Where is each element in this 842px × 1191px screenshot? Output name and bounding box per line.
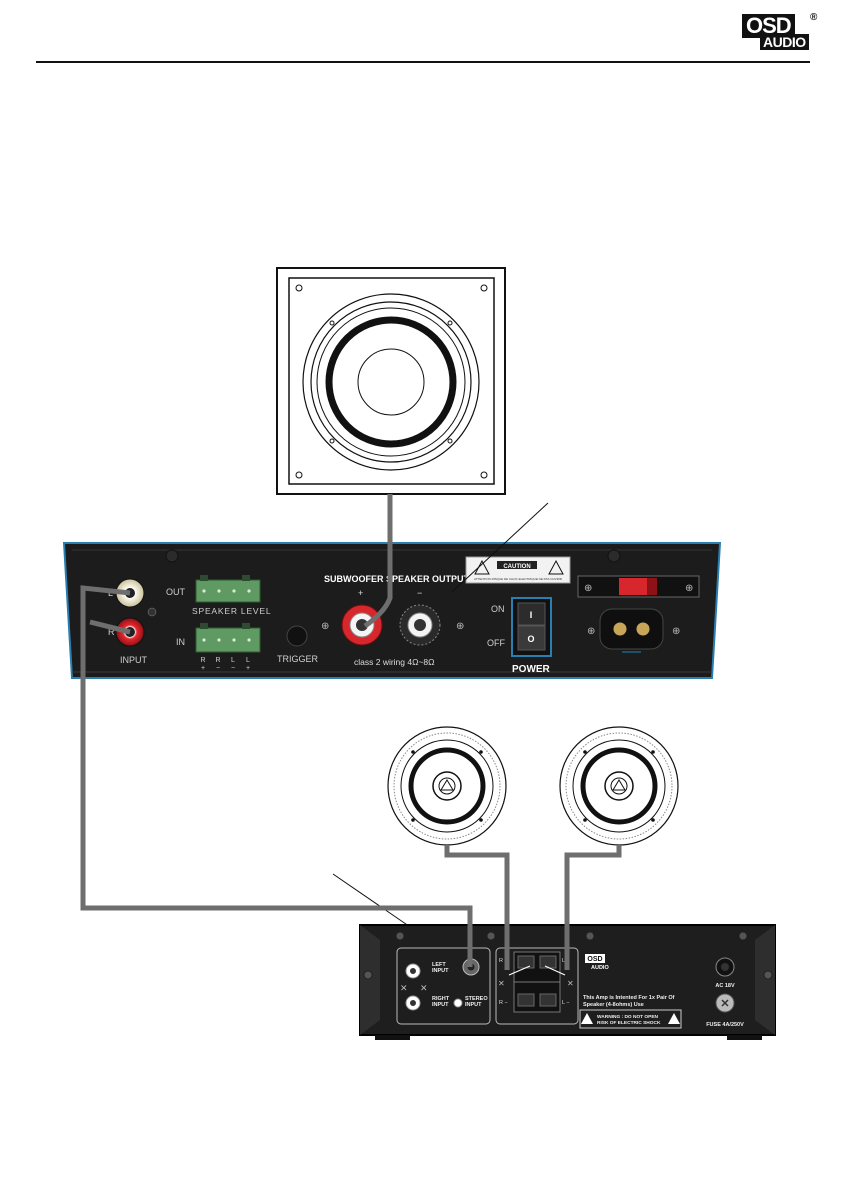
mini-speaker-terminal-panel: [495, 947, 579, 1025]
screw-icon: ⊕: [321, 621, 329, 632]
terminal-label: L: [246, 657, 250, 664]
header-rule: [36, 61, 810, 63]
callout-line: [451, 502, 549, 593]
trigger-jack: [286, 625, 308, 647]
cables: [80, 494, 622, 970]
screw-icon: [295, 471, 303, 479]
terminal-sign: −: [231, 665, 235, 672]
sub-minus-label: −: [417, 588, 422, 598]
screw-icon: [447, 438, 453, 444]
ceiling-speaker-left: [387, 726, 507, 846]
terminal-sign: −: [216, 665, 220, 672]
mini-fuse-label: FUSE 4A/250V: [706, 1022, 744, 1028]
osd-audio-logo: OSD AUDIO ®: [742, 12, 818, 50]
right-input-label-line2: INPUT: [432, 1002, 449, 1008]
terminal-label: L: [231, 657, 235, 664]
power-label: POWER: [512, 664, 551, 675]
woofer-dust-cap: [357, 348, 425, 416]
screw-icon: ✕: [498, 979, 505, 988]
left-input-label-line2: INPUT: [432, 968, 449, 974]
sub-output-label: SUBWOOFER SPEAKER OUTPUT: [324, 574, 470, 584]
screw-icon: [480, 471, 488, 479]
mini-warning-box: [579, 1009, 682, 1029]
ceiling-speaker-right: [559, 726, 679, 846]
terminal-sign: +: [201, 665, 205, 672]
in-label: IN: [176, 637, 185, 647]
screw-icon: ✕: [400, 983, 408, 993]
terminal-label: R: [215, 657, 220, 664]
mini-ac-label: AC 18V: [715, 983, 735, 989]
screw-icon: [165, 549, 179, 563]
mini-notice-line2: Speaker (4-8ohms) Use: [583, 1002, 644, 1008]
caution-title: CAUTION: [503, 564, 530, 570]
mini-fuse-holder: [715, 993, 735, 1013]
r-plus-label: R +: [499, 958, 508, 964]
screw-icon: ⊕: [672, 626, 680, 637]
screw-icon: ✕: [567, 979, 574, 988]
l-minus-label: L −: [562, 1000, 570, 1006]
mini-warning-line2: RISK OF ELECTRIC SHOCK: [597, 1020, 661, 1026]
right-input-label: RIGHT: [432, 996, 450, 1002]
cable-input-left: [80, 585, 473, 967]
terminal-sign: +: [246, 665, 250, 672]
mini-input-panel: [396, 947, 491, 1025]
cable-sub-to-amp: [363, 494, 393, 629]
screw-icon: [447, 320, 453, 326]
cable-input-right: [89, 619, 131, 635]
screw-icon: ⊕: [587, 626, 595, 637]
caution-line: ATTENTION RISQUE DE CHOC ELECTRIQUE NE P…: [474, 577, 563, 581]
mini-brand-bottom: AUDIO: [591, 965, 609, 971]
stereo-input-jack: [453, 998, 463, 1008]
logo-audio: AUDIO: [760, 34, 809, 50]
mini-warning-line1: WARNING : DO NOT OPEN: [597, 1014, 659, 1020]
logo-osd: OSD: [742, 14, 795, 38]
svg-text:✕: ✕: [720, 998, 729, 1010]
mini-brand-top: OSD: [587, 956, 602, 963]
screw-icon: [147, 607, 157, 617]
switch-off-mark: O: [527, 634, 534, 644]
screw-icon: [329, 320, 335, 326]
input-label: INPUT: [120, 655, 148, 665]
cable-right-speaker: [564, 845, 622, 970]
stereo-input-label: STEREO: [465, 996, 488, 1002]
out-label: OUT: [166, 587, 186, 597]
terminal-label: R: [200, 657, 205, 664]
sub-plus-label: +: [358, 588, 363, 598]
logo-registered-mark: ®: [810, 12, 818, 23]
mini-notice-line1: This Amp is Intented For 1x Pair Of: [583, 995, 675, 1001]
ac-inlet: [599, 608, 664, 650]
r-minus-label: R −: [499, 1000, 508, 1006]
screw-icon: ✕: [420, 983, 428, 993]
cable-left-speaker: [444, 845, 510, 970]
trigger-label: TRIGGER: [277, 654, 319, 664]
input-r-label: R: [108, 627, 115, 637]
speaker-level-label: SPEAKER LEVEL: [192, 606, 271, 616]
screw-icon: ⊕: [685, 583, 693, 594]
amplifier-rear-panel: L R INPUT OUT IN SPEAKER LEVEL R R L L +…: [62, 542, 722, 679]
speaker-level-out-terminal: [195, 579, 261, 603]
wiring-note: class 2 wiring 4Ω~8Ω: [354, 657, 435, 667]
stereo-input-label-line2: INPUT: [465, 1002, 482, 1008]
switch-on-mark: I: [530, 610, 533, 620]
on-label: ON: [491, 604, 505, 614]
subwoofer: [276, 267, 506, 495]
screw-icon: [607, 549, 621, 563]
left-input-label: LEFT: [432, 962, 446, 968]
off-label: OFF: [487, 638, 505, 648]
screw-icon: ⊕: [584, 583, 592, 594]
screw-icon: ⊕: [456, 621, 464, 632]
screw-icon: [295, 284, 303, 292]
screw-icon: [480, 284, 488, 292]
screw-icon: [329, 438, 335, 444]
